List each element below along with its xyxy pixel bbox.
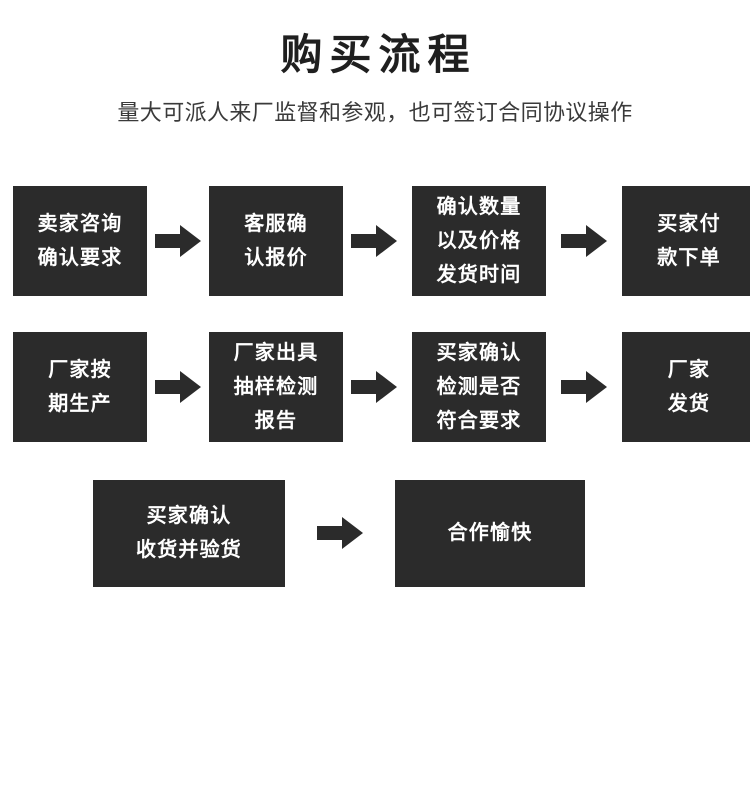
flow-step-3-line-2: 以及价格 — [436, 230, 522, 252]
page-subtitle: 量大可派人来厂监督和参观，也可签订合同协议操作 — [117, 100, 633, 125]
flow-row-3: 买家确认 收货并验货 合作愉快 — [0, 460, 750, 606]
flow-row-1: 卖家咨询 确认要求 客服确 认报价 确认数量 — [0, 168, 750, 314]
flow-step-5: 厂家按 期生产 — [13, 332, 147, 442]
flow-step-9-line-1: 买家确认 — [146, 505, 232, 527]
flow-step-2: 客服确 认报价 — [209, 186, 343, 296]
flow-step-1-line-2: 确认要求 — [37, 247, 123, 269]
flow-step-8-line-2: 发货 — [667, 393, 711, 415]
page-header: 购买流程 量大可派人来厂监督和参观，也可签订合同协议操作 — [0, 0, 750, 127]
flow-step-2-line-1: 客服确 — [244, 213, 308, 235]
flow-step-3-line-1: 确认数量 — [436, 196, 522, 218]
arrow-right-icon-6 — [561, 371, 607, 403]
flow-step-5-line-2: 期生产 — [48, 393, 112, 415]
flow-step-4: 买家付 款下单 — [622, 186, 750, 296]
flow-step-3-line-3: 发货时间 — [436, 264, 522, 286]
flow-step-6-line-2: 抽样检测 — [233, 376, 319, 398]
arrow-right-icon-1 — [155, 225, 201, 257]
arrow-right-icon-2 — [351, 225, 397, 257]
flow-step-7-line-3: 符合要求 — [436, 410, 522, 432]
flow-step-9-line-2: 收货并验货 — [136, 539, 242, 561]
flow-step-4-line-1: 买家付 — [657, 213, 721, 235]
arrow-right-icon-4 — [155, 371, 201, 403]
flow-step-8: 厂家 发货 — [622, 332, 750, 442]
flow-step-6: 厂家出具 抽样检测 报告 — [209, 332, 343, 442]
flow-step-3: 确认数量 以及价格 发货时间 — [412, 186, 546, 296]
page-title: 购买流程 — [280, 33, 477, 79]
flow-step-7-line-2: 检测是否 — [436, 376, 522, 398]
arrow-right-icon-3 — [561, 225, 607, 257]
flow-step-4-line-2: 款下单 — [657, 247, 721, 269]
flow-step-10-line-1: 合作愉快 — [447, 522, 533, 544]
flow-diagram: 卖家咨询 确认要求 客服确 认报价 确认数量 — [0, 168, 750, 606]
flow-step-7-line-1: 买家确认 — [436, 342, 522, 364]
arrow-right-icon-7 — [317, 517, 363, 549]
flow-step-8-line-1: 厂家 — [667, 359, 711, 381]
flow-step-9: 买家确认 收货并验货 — [93, 479, 285, 587]
flow-step-7: 买家确认 检测是否 符合要求 — [412, 332, 546, 442]
flow-step-1-line-1: 卖家咨询 — [37, 213, 123, 235]
flow-step-6-line-3: 报告 — [254, 410, 298, 432]
flow-row-2: 厂家按 期生产 厂家出具 抽样检测 报告 — [0, 314, 750, 460]
flow-step-2-line-2: 认报价 — [244, 247, 308, 269]
arrow-right-icon-5 — [351, 371, 397, 403]
flow-step-5-line-1: 厂家按 — [48, 359, 112, 381]
flow-step-10: 合作愉快 — [395, 479, 585, 587]
flow-step-1: 卖家咨询 确认要求 — [13, 186, 147, 296]
flow-step-6-line-1: 厂家出具 — [233, 342, 319, 364]
